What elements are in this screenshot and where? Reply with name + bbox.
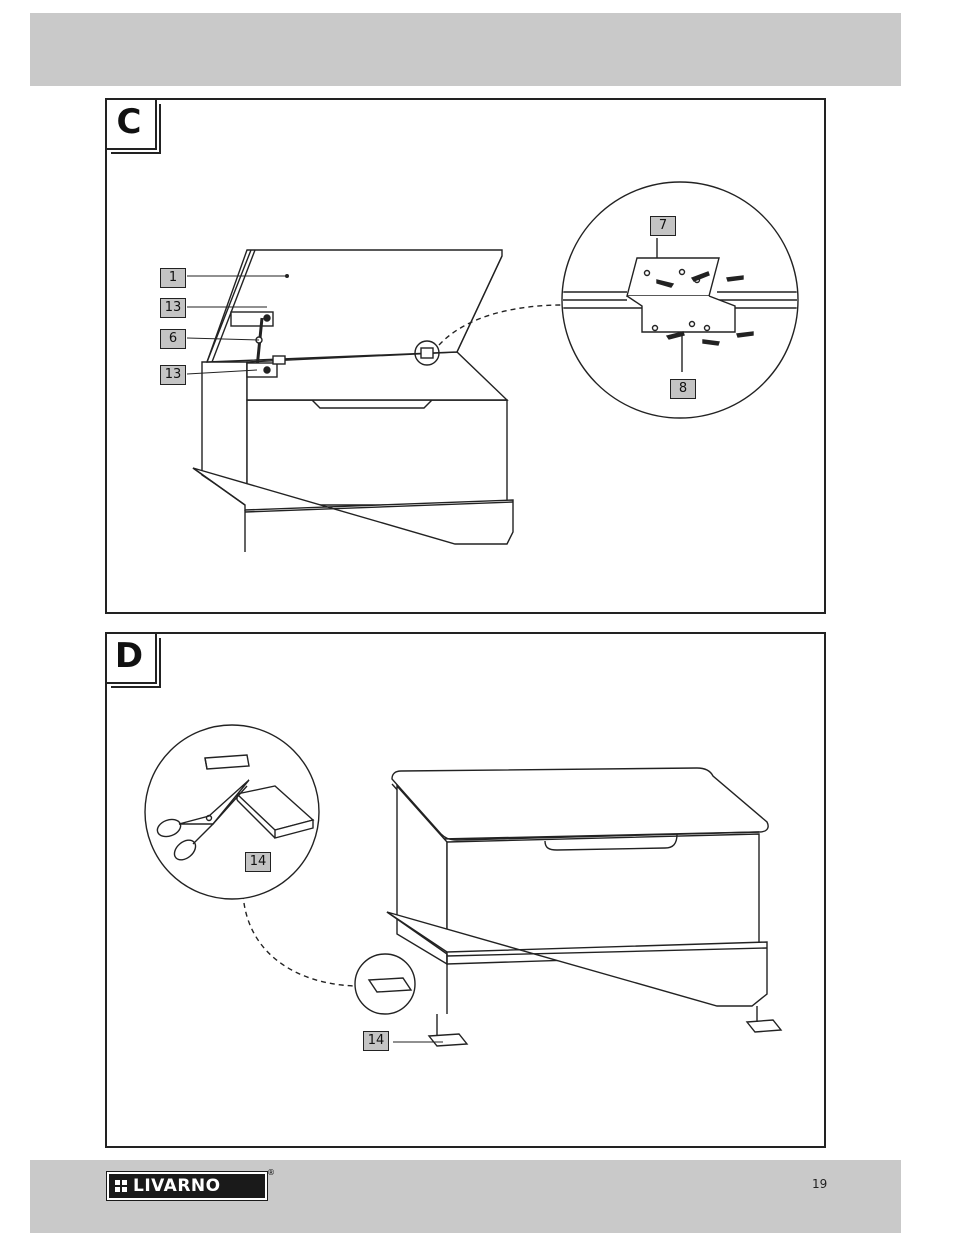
felt-detail-circle (145, 725, 319, 899)
page-number: 19 (812, 1177, 827, 1191)
panel-d-letter-text: D (107, 634, 151, 678)
part-label-lid-stay: 6 (160, 329, 186, 349)
panel-d-letter: D (105, 632, 157, 684)
header-band (30, 13, 901, 86)
brand-logo: LIVARNO ® (107, 1172, 267, 1200)
part-label-lid: 1 (160, 268, 186, 288)
assembly-illustration-d (107, 634, 824, 1146)
part-label-bracket-top: 7 (650, 216, 676, 236)
assembly-illustration-c (107, 100, 824, 612)
chest-lid (207, 250, 502, 362)
panel-d: D 14 14 (105, 632, 826, 1148)
chest-body (193, 352, 513, 552)
panel-c-letter-text: C (107, 100, 151, 144)
part-label-hinge-top: 13 (160, 298, 186, 318)
part-label-felt-detail: 14 (245, 852, 271, 872)
part-label-hinge-bottom: 13 (160, 365, 186, 385)
detail-connector-d (243, 894, 355, 986)
brand-name: LIVARNO (133, 1176, 221, 1196)
panel-c: C 1 13 6 13 7 8 (105, 98, 826, 614)
part-label-bracket-bottom: 8 (670, 379, 696, 399)
panel-c-letter: C (105, 98, 157, 150)
chest-closed (387, 768, 781, 1046)
brand-registered-mark: ® (267, 1168, 275, 1177)
brand-logo-mark (115, 1180, 127, 1192)
part-label-felt-pad: 14 (363, 1031, 389, 1051)
